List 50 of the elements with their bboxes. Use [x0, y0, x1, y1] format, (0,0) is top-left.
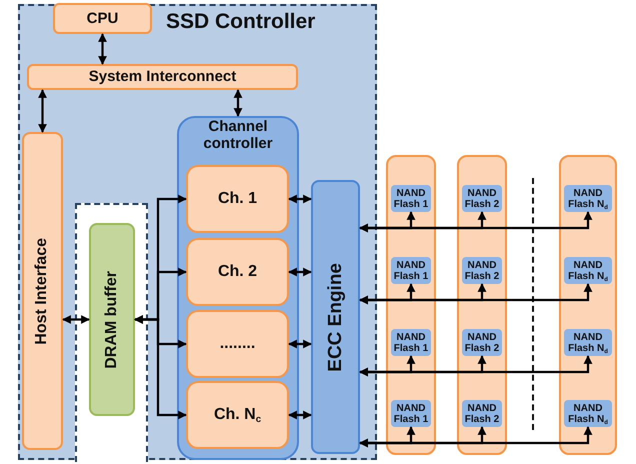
box-label: Channel controller [202, 118, 274, 152]
connector-arrow [288, 410, 312, 420]
flash-package-column [457, 155, 507, 455]
connector-arrow [98, 33, 107, 65]
connector-arrow [134, 315, 187, 420]
channel-controller-box [177, 116, 299, 460]
controller-region [18, 4, 377, 460]
box-label: NAND Flash N$_{d}$ [567, 260, 609, 282]
connector-arrow [234, 89, 242, 117]
connector-arrow [62, 315, 90, 324]
box-label: NAND Flash 1 [392, 402, 430, 424]
box-label: System Interconnect [88, 68, 236, 86]
channel-box [186, 381, 289, 449]
box-label: NAND Flash N$_{d}$ [567, 332, 609, 354]
box-label: NAND Flash 2 [464, 402, 500, 424]
connector-arrow [359, 355, 592, 376]
flash-package-column [559, 155, 617, 455]
box-label: CPU [86, 10, 118, 28]
ecc-engine-box [311, 180, 360, 454]
connector-arrow [359, 283, 592, 304]
box-label: Host Interface [33, 238, 52, 344]
host-interface-box [22, 132, 63, 450]
box-label: Ch. 1 [218, 190, 258, 208]
channel-box [186, 238, 289, 306]
box-label: NAND Flash N$_{d}$ [567, 402, 609, 424]
box-label: DRAM buffer [102, 270, 121, 368]
box-label: NAND Flash 1 [392, 188, 430, 210]
box-label: ........ [220, 334, 256, 354]
flash-package-column [386, 155, 436, 455]
box-label: Ch. N$_{c}$ [214, 406, 262, 424]
channel-box [186, 310, 289, 378]
connector-arrow [288, 194, 312, 204]
box-label: NAND Flash 1 [392, 260, 430, 282]
channel-box [186, 165, 289, 233]
interconnect-bar [27, 64, 298, 90]
box-label: ECC Engine [324, 262, 346, 372]
dram-buffer-box [89, 223, 135, 416]
connector-arrow [359, 426, 592, 448]
box-label: NAND Flash 1 [392, 332, 430, 354]
box-label: NAND Flash 2 [464, 188, 500, 210]
box-label: SSD Controller [166, 10, 316, 34]
box-label: NAND Flash 2 [464, 260, 500, 282]
box-label: NAND Flash N$_{d}$ [567, 188, 609, 210]
connector-arrow [288, 268, 312, 276]
connector-arrow [359, 211, 592, 232]
box-label: Ch. 2 [218, 262, 258, 282]
connector-arrow [288, 340, 312, 348]
connector-arrow [38, 89, 47, 133]
cpu-box [53, 3, 152, 34]
box-label: NAND Flash 2 [464, 332, 500, 354]
